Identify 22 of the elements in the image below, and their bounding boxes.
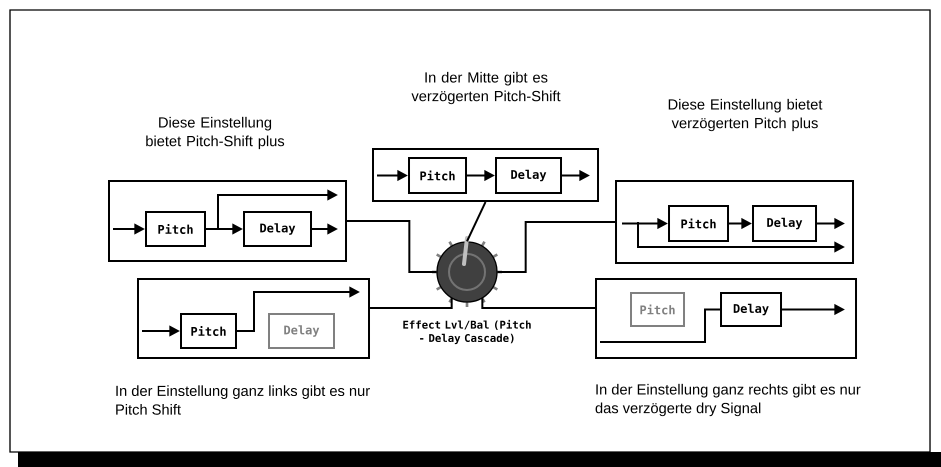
- caption-text: Diese Einstellung bietet verzögerten Pitch plus: [668, 98, 822, 132]
- process-block: Delay: [752, 205, 818, 242]
- caption-text: Diese Einstellung bietet Pitch-Shift plus: [146, 116, 284, 150]
- process-block: Delay: [720, 292, 782, 327]
- connector-line: [370, 298, 453, 309]
- process-block: Pitch: [180, 313, 237, 349]
- signal-line: [600, 308, 720, 343]
- knob-label: Effect Lvl/Bal (Pitch - Delay Cascade): [403, 320, 531, 344]
- process-block: Pitch: [408, 157, 467, 194]
- process-block: Pitch: [668, 205, 730, 242]
- connector-line: [466, 202, 486, 242]
- process-block: Pitch: [145, 211, 206, 247]
- connector-line: [481, 298, 595, 309]
- caption-text: In der Einstellung ganz rechts gibt es nur das verzögerte dry Signal: [596, 384, 860, 416]
- inactive-block: Delay: [268, 313, 335, 349]
- connector-line: [347, 220, 436, 273]
- connector-line: [498, 221, 615, 273]
- caption-text: In der Einstellung ganz links gibt es nur Pitch Shift: [116, 385, 370, 415]
- process-block: Delay: [243, 211, 312, 247]
- caption-text: In der Mitte gibt es verzögerten Pitch-Shift: [411, 72, 560, 104]
- process-block: Delay: [495, 157, 562, 194]
- inactive-block: Pitch: [630, 292, 685, 327]
